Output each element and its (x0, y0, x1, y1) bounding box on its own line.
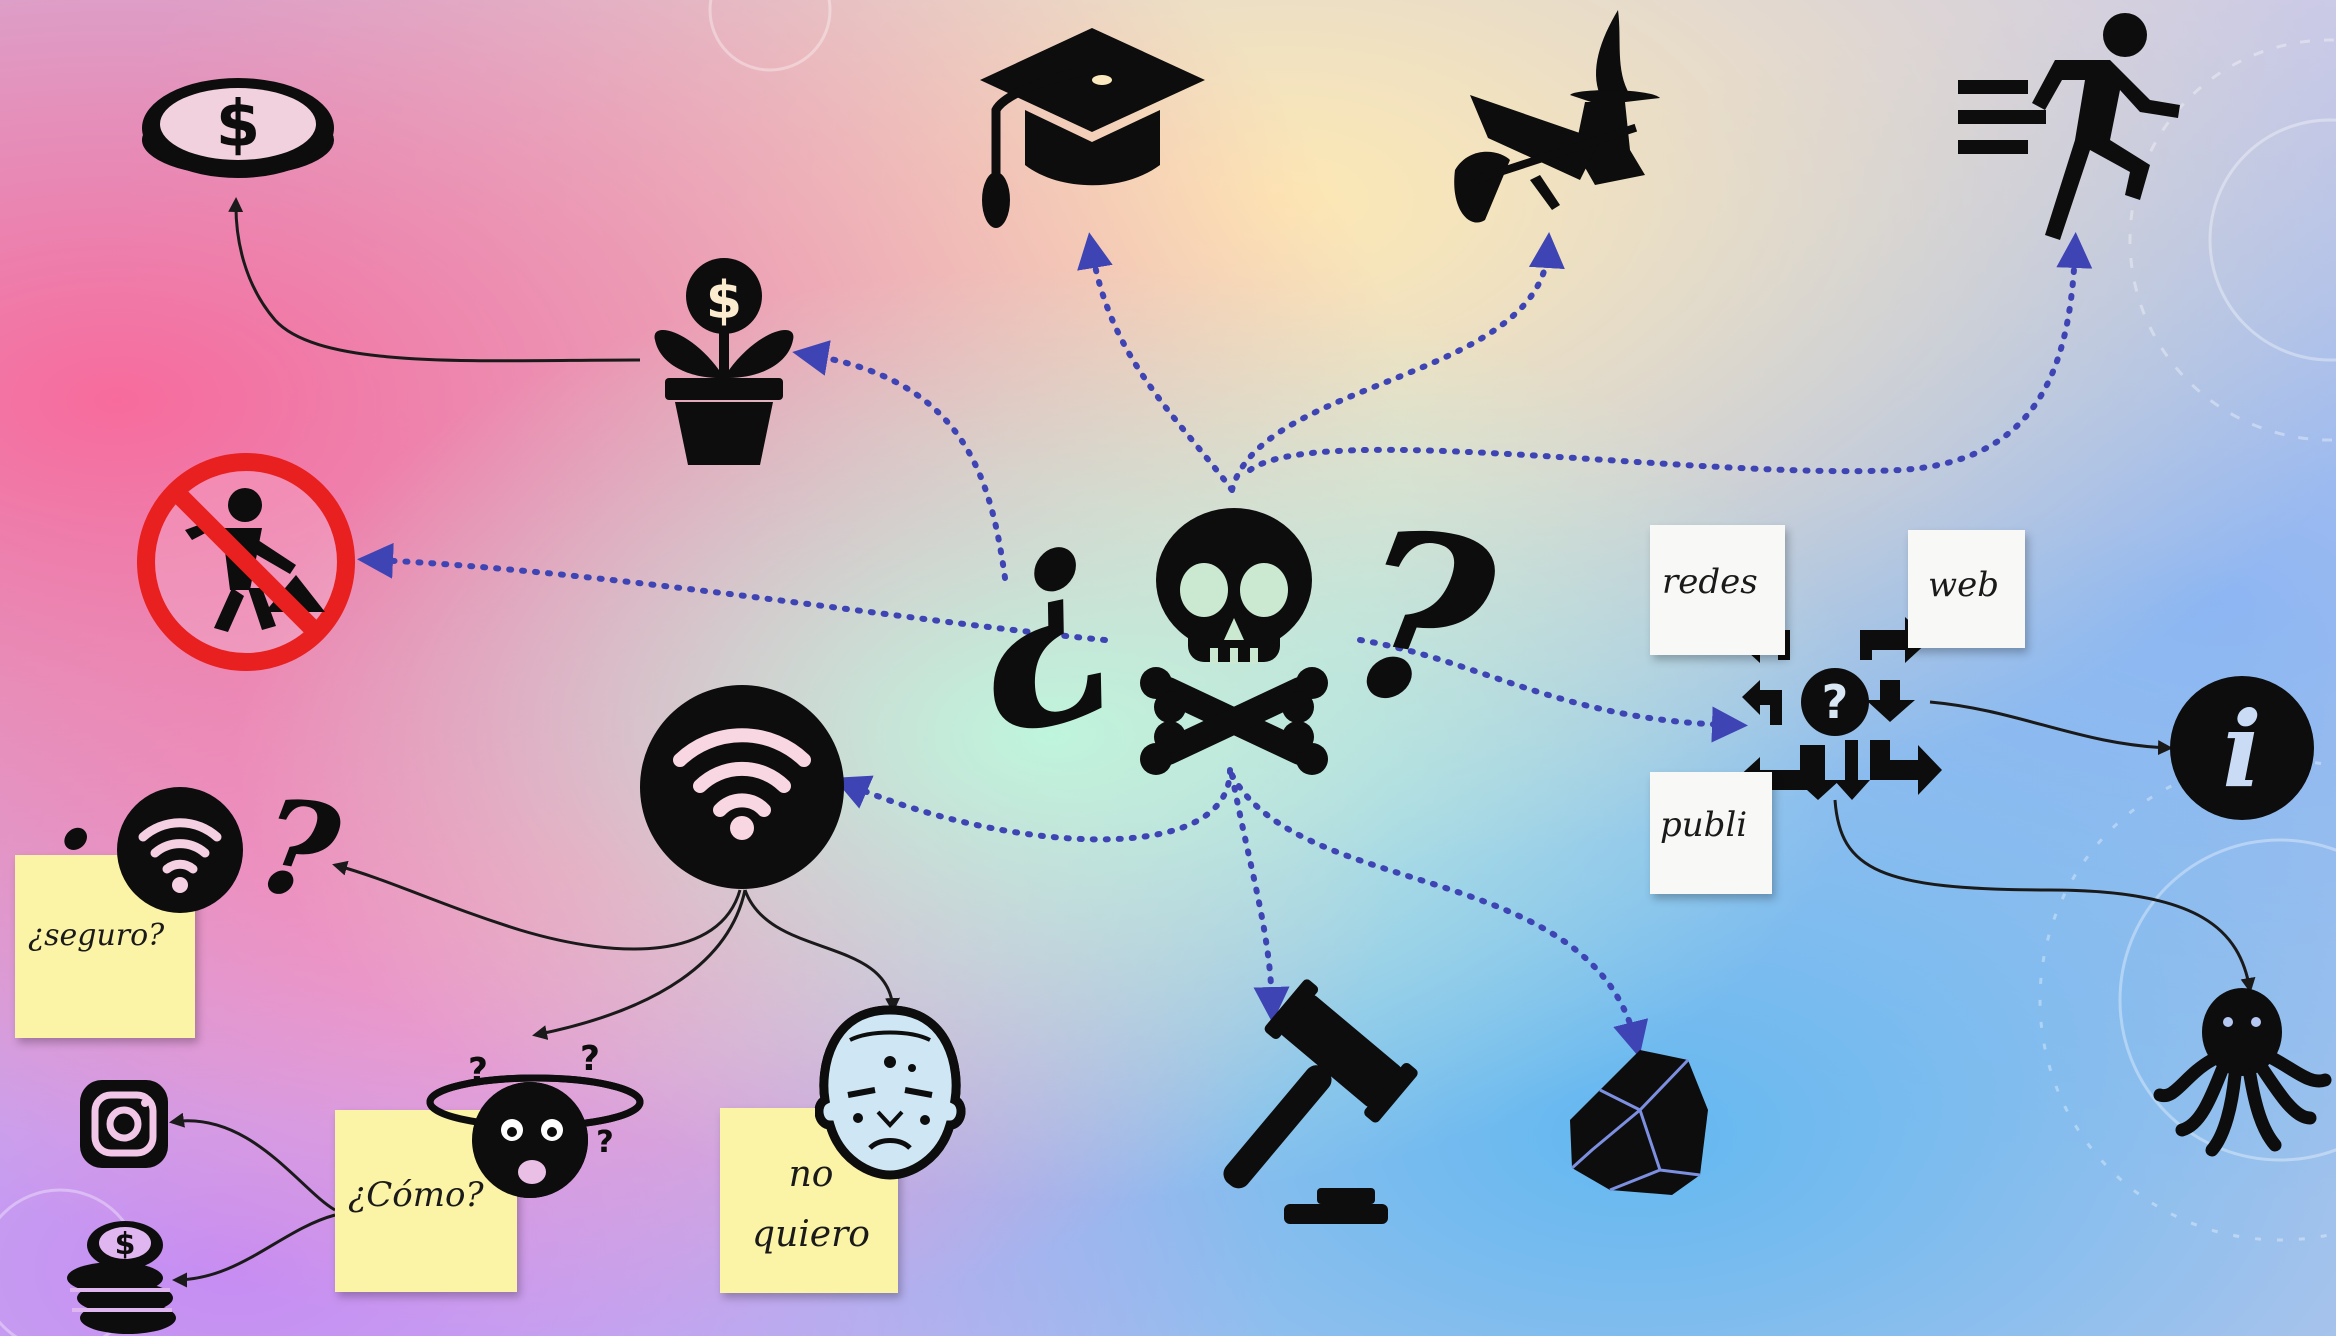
connector-directions-to-octopus (1833, 799, 2256, 993)
connector-to-directions (1357, 637, 1748, 743)
confused-face-overlay: ? ? ? (426, 1040, 644, 1198)
coin-stack-icon: $ (67, 1221, 176, 1334)
center-close-question-mark: ? (1330, 475, 1512, 765)
sticky-note-seguro-text: ¿seguro? (28, 918, 165, 953)
sticky-note-como-text: ¿Cómo? (348, 1175, 484, 1215)
svg-text:i: i (2222, 688, 2262, 811)
connector-plant-to-coin (228, 197, 641, 363)
svg-text:$: $ (115, 1227, 136, 1262)
witch-icon (1454, 10, 1660, 223)
center-open-question-mark: ¿ (945, 454, 1135, 747)
sticky-note-web (1908, 530, 2025, 648)
sticky-note-publi-text: publi (1660, 805, 1748, 845)
small-wifi-icon (117, 787, 243, 913)
connector-note-to-coins (172, 1213, 336, 1288)
instagram-icon (80, 1080, 168, 1168)
connector-wifi-to-sick (743, 889, 900, 1013)
svg-text:?: ? (580, 1040, 600, 1079)
svg-text:?: ? (1822, 675, 1849, 729)
connector-to-wifi (833, 767, 1233, 843)
graduation-cap-icon (980, 28, 1205, 228)
sticky-note-no-quiero-text: no quiero (752, 1154, 870, 1255)
connector-to-witch (1229, 232, 1565, 493)
connector-wifi-to-question (332, 860, 742, 951)
connector-to-runner (1247, 232, 2093, 475)
skull-crossbones-icon (1140, 508, 1328, 775)
connector-to-no-work (357, 542, 1108, 643)
connector-to-plant (792, 340, 1008, 581)
svg-text:?: ? (468, 1051, 488, 1091)
rock-icon (1570, 1050, 1708, 1195)
sick-face-overlay (815, 1005, 966, 1180)
svg-text:$: $ (216, 88, 261, 162)
no-work-icon (137, 453, 355, 671)
sticky-note-redes (1650, 525, 1785, 655)
connector-wifi-to-confused (532, 889, 747, 1040)
connector-to-graduation (1077, 232, 1235, 493)
connector-directions-to-info (1929, 700, 2173, 756)
info-icon: i (2170, 676, 2314, 820)
sticky-note-web-text: web (1928, 565, 1999, 605)
connector-note-to-instagram (169, 1112, 336, 1212)
octopus-icon (2153, 988, 2332, 1157)
svg-text:?: ? (596, 1125, 613, 1160)
svg-text:?: ? (580, 1039, 600, 1079)
dollar-coin-icon: $ (142, 78, 334, 178)
connector-to-rock (1229, 772, 1649, 1058)
running-man-icon (1958, 13, 2180, 240)
sticky-note-publi (1650, 772, 1772, 894)
connector-to-gavel (1229, 772, 1290, 1023)
small-close-question-mark: ? (247, 768, 350, 932)
money-plant-icon: $ (654, 258, 794, 465)
svg-text:?: ? (596, 1125, 613, 1160)
gavel-icon (1223, 979, 1418, 1224)
wifi-icon (640, 685, 844, 889)
sticky-note-redes-text: redes (1662, 562, 1758, 602)
svg-text:$: $ (706, 271, 742, 331)
